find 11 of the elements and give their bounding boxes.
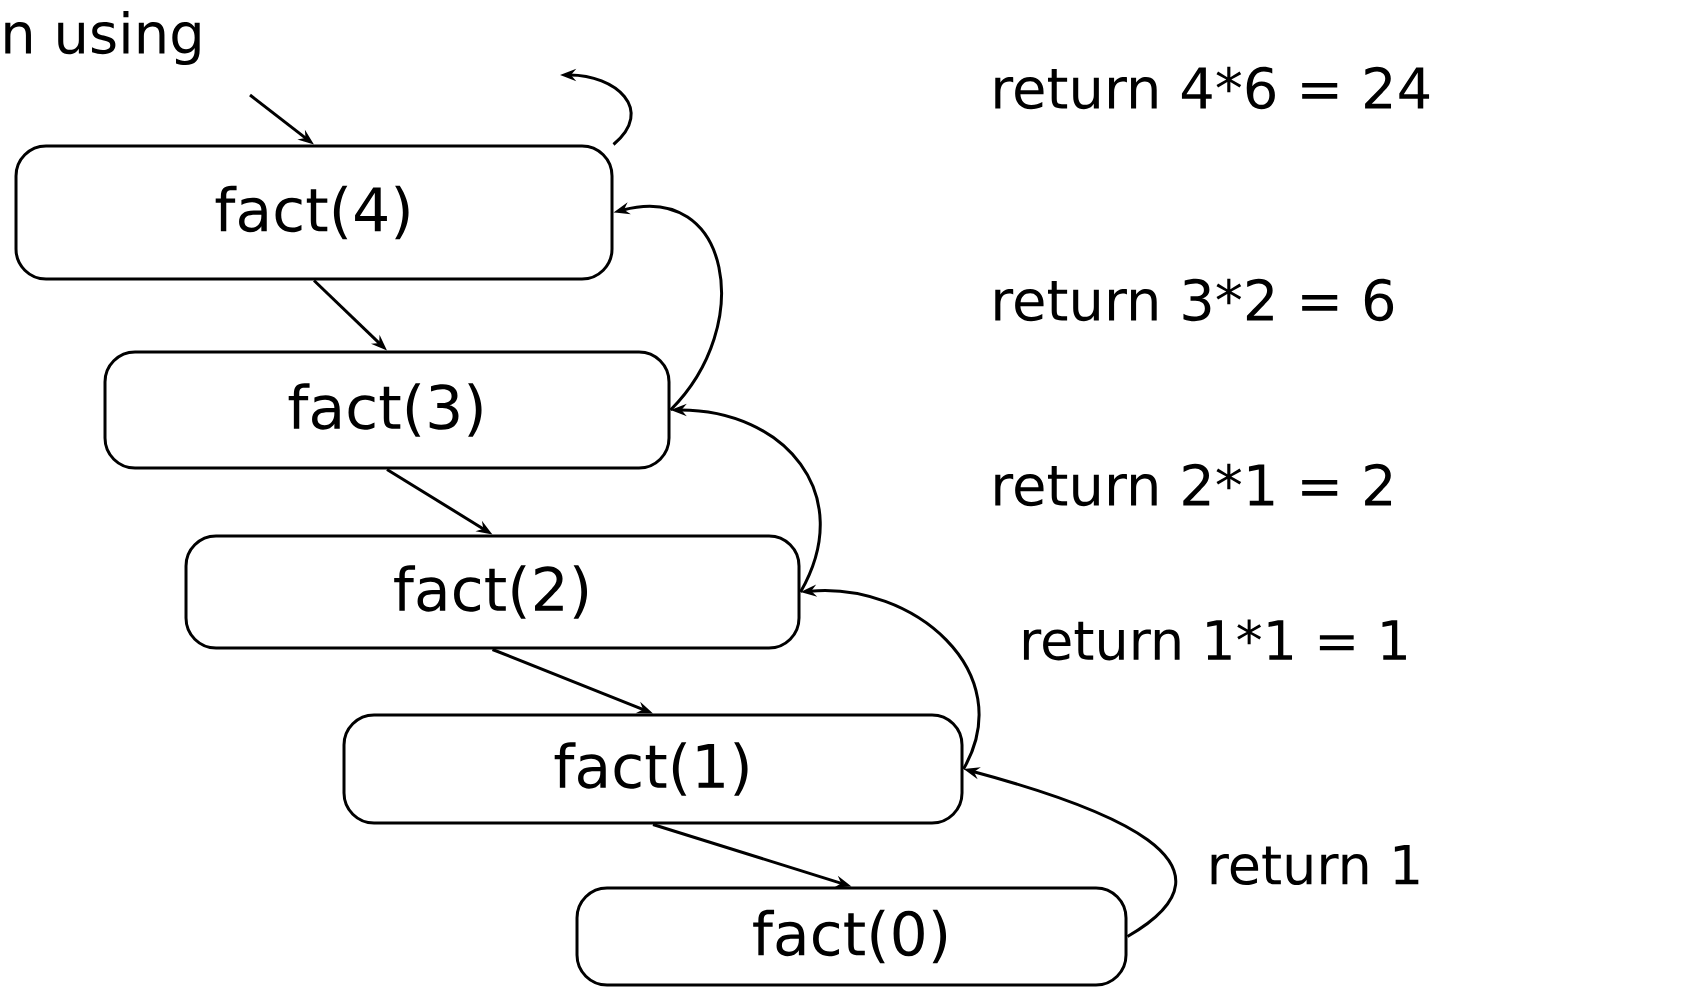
process-box: fact(1): [342, 713, 964, 825]
process-box: fact(4): [14, 144, 614, 281]
edge-label: return 1*1 = 1: [1017, 617, 1413, 663]
heading-text: n using: [5, 10, 200, 66]
process-box: fact(2): [184, 534, 801, 650]
process-box: fact(3): [103, 350, 671, 470]
note-text: return 4*6 = 24: [995, 66, 1430, 110]
note-text: return 2*1 = 2: [995, 463, 1391, 507]
process-box: fact(0): [575, 886, 1128, 987]
edge-label: return 1: [1204, 842, 1426, 888]
note-text: return 3*2 = 6: [995, 278, 1394, 322]
